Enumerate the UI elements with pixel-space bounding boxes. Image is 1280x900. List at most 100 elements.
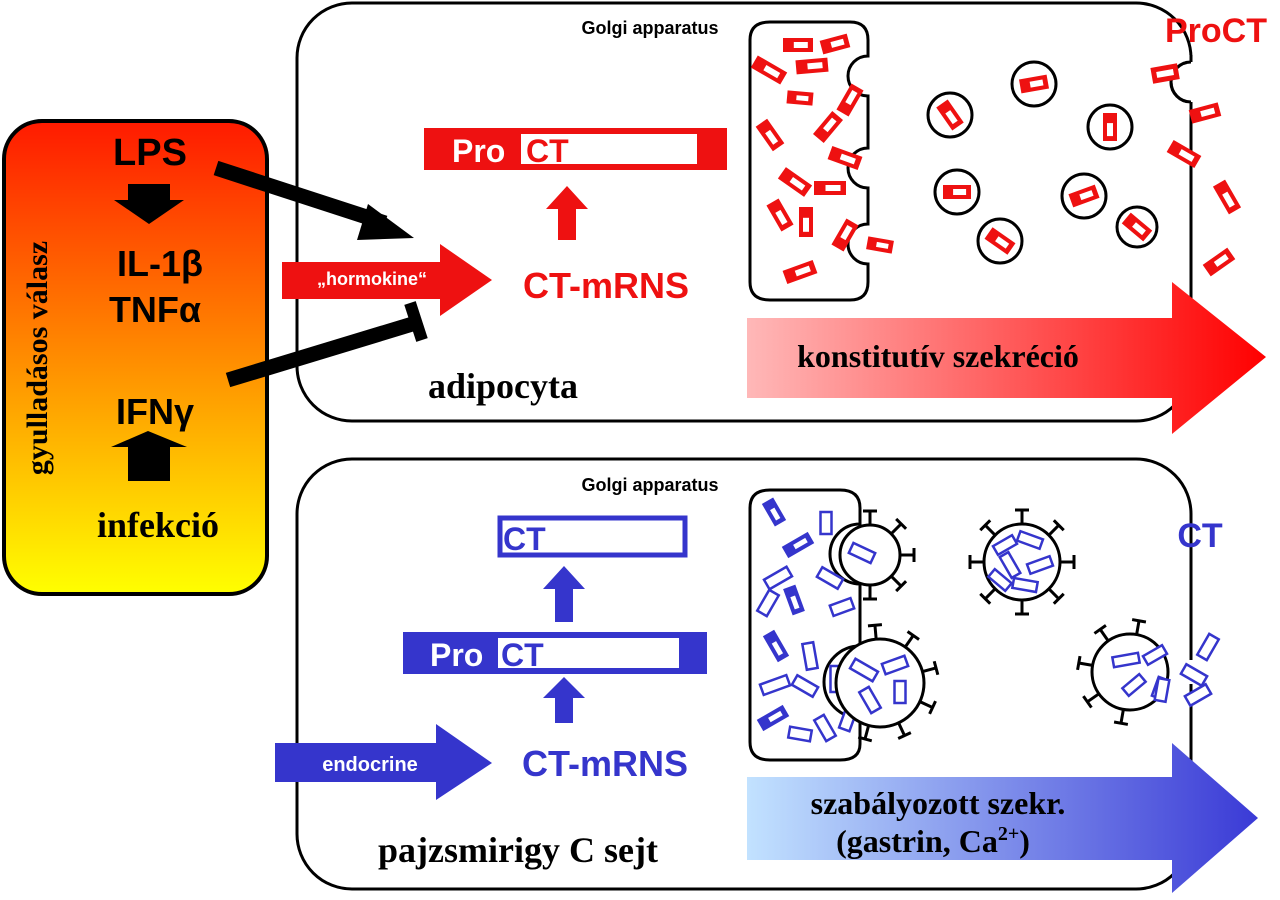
procalcitonin-icon (1068, 184, 1100, 208)
procalcitonin-icon (799, 207, 813, 237)
procalcitonin-icon (814, 181, 846, 195)
coated-granule (834, 637, 926, 729)
adipocyte-label: adipocyta (428, 366, 578, 406)
inflammation-panel: gyulladásos válasz LPS IL-1β TNFα IFNγ i… (2, 119, 269, 596)
procalcitonin-icon (755, 118, 785, 152)
calcitonin-icon (755, 588, 781, 618)
golgi-apparatus-bottom (748, 488, 862, 762)
thyroid-c-cell: endocrine CT-mRNS Pro CT CT Golgi appara… (275, 457, 1258, 893)
calcitonin-granules (834, 508, 1195, 743)
calcitonin-icon (1153, 676, 1171, 704)
calcitonin-icon (1015, 529, 1045, 551)
golgi-label-top: Golgi apparatus (581, 18, 718, 38)
procalcitonin-icon (795, 57, 829, 75)
calcitonin-icon (1195, 632, 1221, 662)
constitutive-secretion-label: konstitutív szekréció (797, 338, 1079, 374)
procalcitonin-bar-bottom-pro: Pro (430, 637, 483, 673)
procalcitonin-icon (750, 55, 788, 85)
calcitonin-bar-label: CT (503, 521, 546, 557)
regulated-secretion-arrow (747, 743, 1258, 893)
calcitonin-icon (857, 685, 883, 715)
calcitonin-icon (783, 584, 805, 616)
calcitonin-product-label: CT (1177, 517, 1223, 555)
procalcitonin-icon (1121, 212, 1153, 242)
constitutive-secretion-arrow (747, 282, 1266, 434)
procalcitonin-icon (984, 227, 1016, 255)
lps-label: LPS (113, 132, 187, 174)
tnfa-label: TNFα (109, 289, 201, 330)
calcitonin-icon (997, 550, 1023, 580)
calcitonin-icon (819, 510, 833, 536)
calcitonin-icon (893, 679, 907, 705)
procalcitonin-icon (943, 185, 971, 199)
procalcitonin-icon (783, 38, 813, 52)
up-arrow-icon (546, 186, 588, 240)
ifng-inhibition-line (225, 314, 422, 388)
calcitonin-icon (786, 725, 814, 743)
procalcitonin-icon (782, 259, 818, 285)
inflammation-vertical-label: gyulladásos válasz (21, 241, 54, 475)
calcitonin-icon (812, 713, 838, 743)
calcitonin-icon (848, 657, 880, 683)
calcitonin-icon (880, 654, 910, 676)
golgi-label-bottom: Golgi apparatus (581, 475, 718, 495)
endocrine-arrow-label: endocrine (322, 754, 418, 776)
procalcitonin-product-label: ProCT (1165, 12, 1267, 50)
calcitonin-icon (1179, 662, 1209, 688)
calcitonin-icon (1183, 682, 1213, 708)
procalcitonin-molecules-golgi (750, 33, 894, 285)
calcitonin-icon (761, 497, 787, 527)
procalcitonin-icon (831, 218, 859, 252)
calcitonin-icon (847, 541, 877, 565)
calcitonin-icon (790, 673, 820, 699)
calcitonin-molecules-golgi (755, 497, 877, 743)
procalcitonin-icon (1018, 74, 1050, 94)
calcitonin-icon (781, 531, 815, 559)
procalcitonin-vesicles (926, 60, 1159, 265)
calcitonin-icon (1120, 672, 1148, 698)
regulated-secretion-label-1: szabályozott szekr. (811, 785, 1066, 821)
calcitonin-icon (800, 640, 820, 672)
infection-label: infekció (97, 505, 219, 545)
procalcitonin-icon (819, 33, 851, 55)
procalcitonin-icon (786, 90, 814, 106)
procalcitonin-icon (777, 167, 813, 197)
inhibition-bar-icon (404, 301, 428, 342)
calcitonin-icon (1141, 643, 1169, 667)
procalcitonin-bar-pro: Pro (452, 133, 505, 169)
adipocyte-cell: „hormokine“ CT-mRNS Pro CT Golgi apparat… (213, 1, 1267, 434)
thyroid-c-cell-label: pajzsmirigy C sejt (378, 830, 658, 870)
regulated-secretion-label-2: (gastrin, Ca2+) (836, 823, 1030, 859)
released-procalcitonin (1166, 102, 1242, 277)
calcitonin-icon (991, 533, 1019, 557)
calcitonin-icon (815, 565, 845, 591)
calcitonin-icon (986, 567, 1014, 593)
up-arrow-icon (543, 677, 585, 723)
calcitonin-icon (756, 704, 790, 732)
arrowhead-icon (357, 204, 414, 240)
lps-activation-line (213, 160, 388, 231)
procalcitonin-icon (1166, 139, 1202, 169)
calcitonin-icon (758, 673, 792, 697)
il1b-label: IL-1β (117, 243, 203, 284)
up-arrow-icon (543, 566, 585, 622)
down-arrow-icon (114, 184, 184, 224)
ct-mrns-label-top: CT-mRNS (523, 265, 689, 306)
released-calcitonin (1153, 632, 1221, 708)
calcitonin-icon (1025, 554, 1055, 576)
calcitonin-icon (762, 565, 794, 591)
ct-mrns-label-bottom: CT-mRNS (522, 743, 688, 784)
endocrine-arrow (275, 724, 492, 800)
calcitonin-icon (828, 596, 856, 618)
calcitonin-icon (1110, 651, 1142, 669)
calcitonin-icon (762, 629, 790, 663)
procalcitonin-icon (866, 236, 894, 254)
ifng-label: IFNγ (116, 391, 194, 432)
procalcitonin-icon (1103, 113, 1117, 141)
calcitonin-bar (497, 515, 688, 558)
procalcitonin-icon (1188, 102, 1222, 124)
procalcitonin-bar-bottom-ct: CT (501, 637, 544, 673)
procalcitonin-icon (766, 198, 794, 232)
hormokine-arrow-label: „hormokine“ (317, 269, 427, 289)
